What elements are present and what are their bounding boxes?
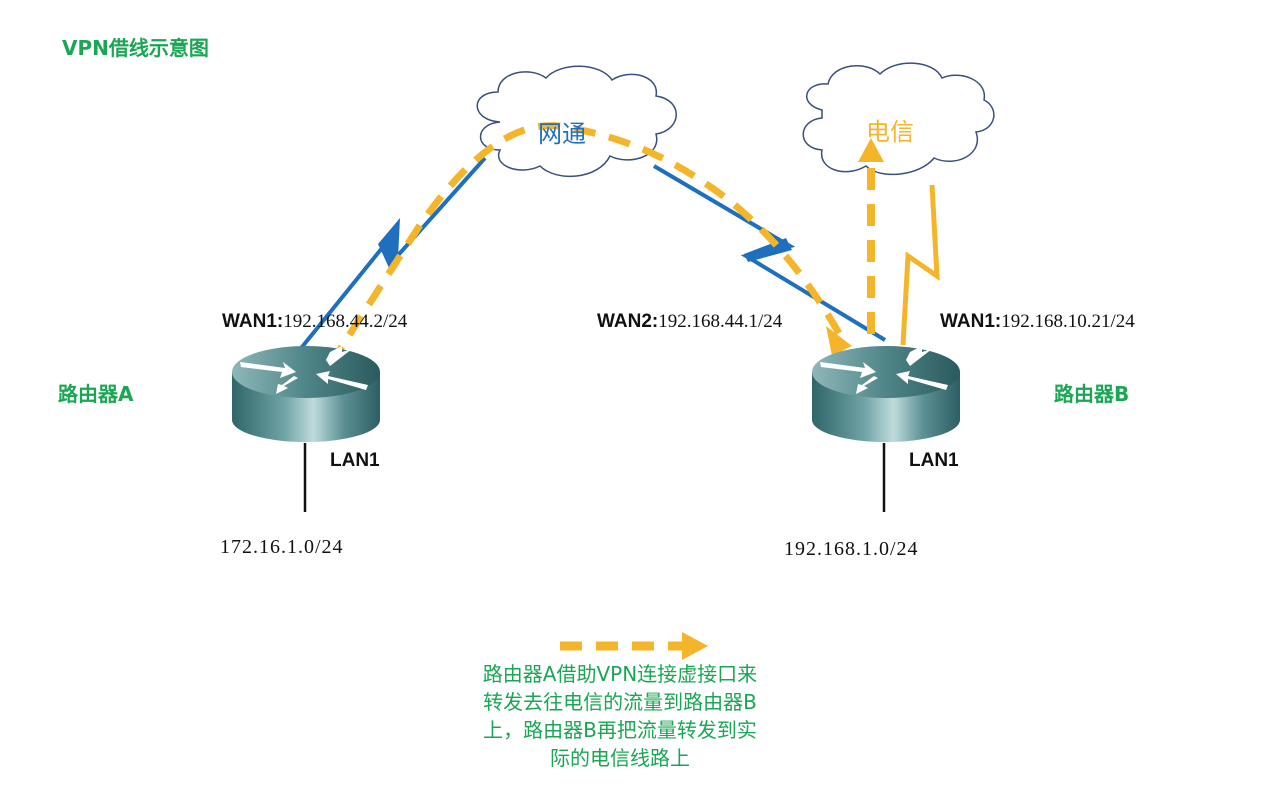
lightning-icon	[378, 218, 400, 270]
wan-ip: 192.168.10.21/24	[1001, 311, 1135, 332]
router-a-subnet: 172.16.1.0/24	[220, 536, 344, 558]
arrow-up-icon	[858, 138, 884, 162]
vpn-path	[327, 122, 844, 367]
link-b-telecom	[900, 184, 940, 346]
link-a-netcom	[283, 156, 487, 370]
lightning-icon	[744, 238, 792, 262]
diagram-title: VPN借线示意图	[62, 36, 209, 60]
wan-prefix: WAN1:	[940, 311, 1002, 332]
wan-prefix: WAN1:	[222, 311, 284, 332]
router-b-lan-label: LAN1	[909, 450, 959, 471]
telecom-label: 电信	[866, 118, 914, 146]
netcom-cloud	[476, 65, 677, 178]
legend-description: 路由器A借助VPN连接虚接口来转发去往电信的流量到路由器B上，路由器B再把流量转…	[482, 662, 758, 770]
router-b-wan1-label: WAN1:192.168.10.21/24	[940, 310, 1135, 333]
router-b-subnet: 192.168.1.0/24	[784, 538, 919, 560]
router-b-name: 路由器B	[1054, 382, 1130, 406]
wan-ip: 192.168.44.2/24	[283, 311, 408, 332]
router-a-icon	[232, 346, 380, 442]
router-a-name: 路由器A	[58, 382, 134, 406]
arrow-head-icon	[826, 326, 852, 356]
router-a-wan1-label: WAN1:192.168.44.2/24	[222, 310, 407, 333]
telecom-cloud	[802, 62, 995, 176]
router-b-wan2-label: WAN2:192.168.44.1/24	[597, 310, 782, 333]
router-a-lan-label: LAN1	[330, 450, 380, 471]
wan-ip: 192.168.44.1/24	[658, 311, 783, 332]
wan-prefix: WAN2:	[597, 311, 659, 332]
legend-arrow-icon	[560, 632, 708, 660]
netcom-label: 网通	[538, 120, 586, 148]
router-b-icon	[812, 346, 960, 442]
